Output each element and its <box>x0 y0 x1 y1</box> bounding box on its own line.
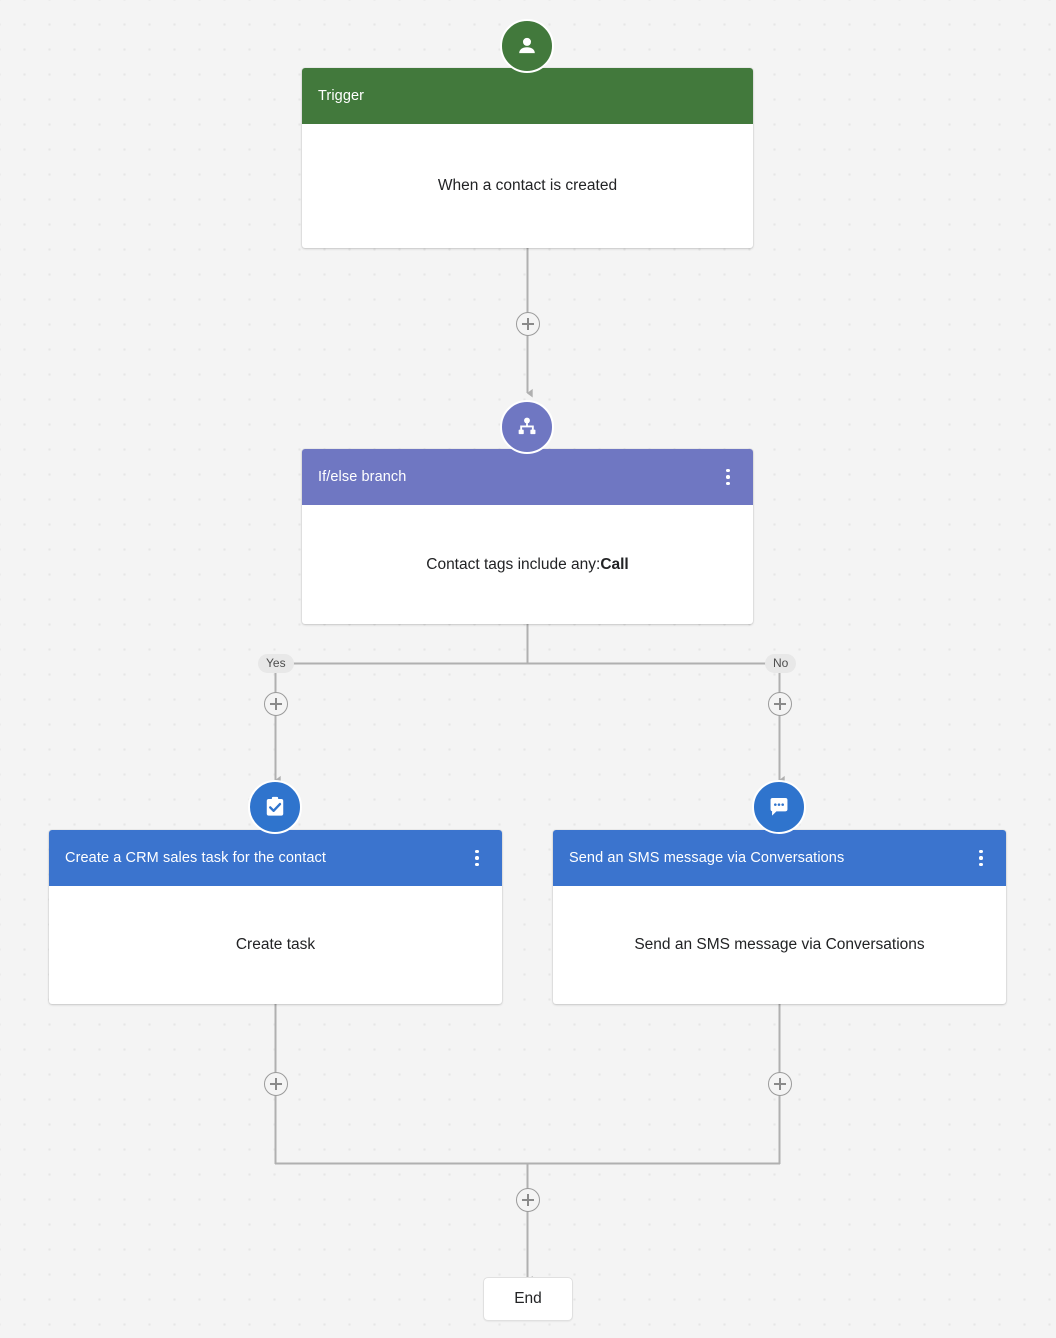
node-create-task-body: Create task <box>235 936 316 953</box>
add-step-before-end-button[interactable] <box>516 1188 540 1212</box>
add-step-after-create-task-button[interactable] <box>264 1072 288 1096</box>
node-if-else-condition-value: Call <box>600 555 629 573</box>
node-end-label: End <box>514 1290 542 1307</box>
node-trigger-header: Trigger <box>302 68 753 124</box>
add-step-after-send-sms-button[interactable] <box>768 1072 792 1096</box>
node-create-crm-sales-task[interactable]: Create a CRM sales task for the contact … <box>49 830 502 1004</box>
node-send-sms-conversations[interactable]: Send an SMS message via Conversations Se… <box>553 830 1006 1004</box>
node-trigger-body: When a contact is created <box>437 177 618 194</box>
node-trigger-title: Trigger <box>318 88 365 104</box>
node-end[interactable]: End <box>483 1277 573 1321</box>
node-create-task-header: Create a CRM sales task for the contact <box>49 830 502 886</box>
clipboard-check-icon <box>248 780 302 834</box>
branch-label-no: No <box>765 654 797 673</box>
branch-label-yes: Yes <box>258 654 294 673</box>
node-if-else-branch[interactable]: If/else branch Contact tags include any:… <box>302 449 753 624</box>
branch-icon <box>500 400 554 454</box>
add-step-yes-branch-button[interactable] <box>264 692 288 716</box>
node-send-sms-body: Send an SMS message via Conversations <box>634 936 925 953</box>
node-if-else-title: If/else branch <box>318 469 407 485</box>
node-send-sms-title: Send an SMS message via Conversations <box>569 850 845 866</box>
add-step-no-branch-button[interactable] <box>768 692 792 716</box>
node-if-else-condition-prefix: Contact tags include any: <box>426 555 601 573</box>
node-if-else-body: Contact tags include any: Call <box>302 505 753 624</box>
node-if-else-header: If/else branch <box>302 449 753 505</box>
node-trigger[interactable]: Trigger When a contact is created <box>302 68 753 248</box>
add-step-after-trigger-button[interactable] <box>516 312 540 336</box>
node-create-task-more-options-icon[interactable] <box>466 847 488 869</box>
node-send-sms-more-options-icon[interactable] <box>970 847 992 869</box>
node-send-sms-header: Send an SMS message via Conversations <box>553 830 1006 886</box>
person-icon <box>500 19 554 73</box>
node-if-else-more-options-icon[interactable] <box>717 466 739 488</box>
node-create-task-title: Create a CRM sales task for the contact <box>65 850 326 866</box>
chat-bubble-icon <box>752 780 806 834</box>
